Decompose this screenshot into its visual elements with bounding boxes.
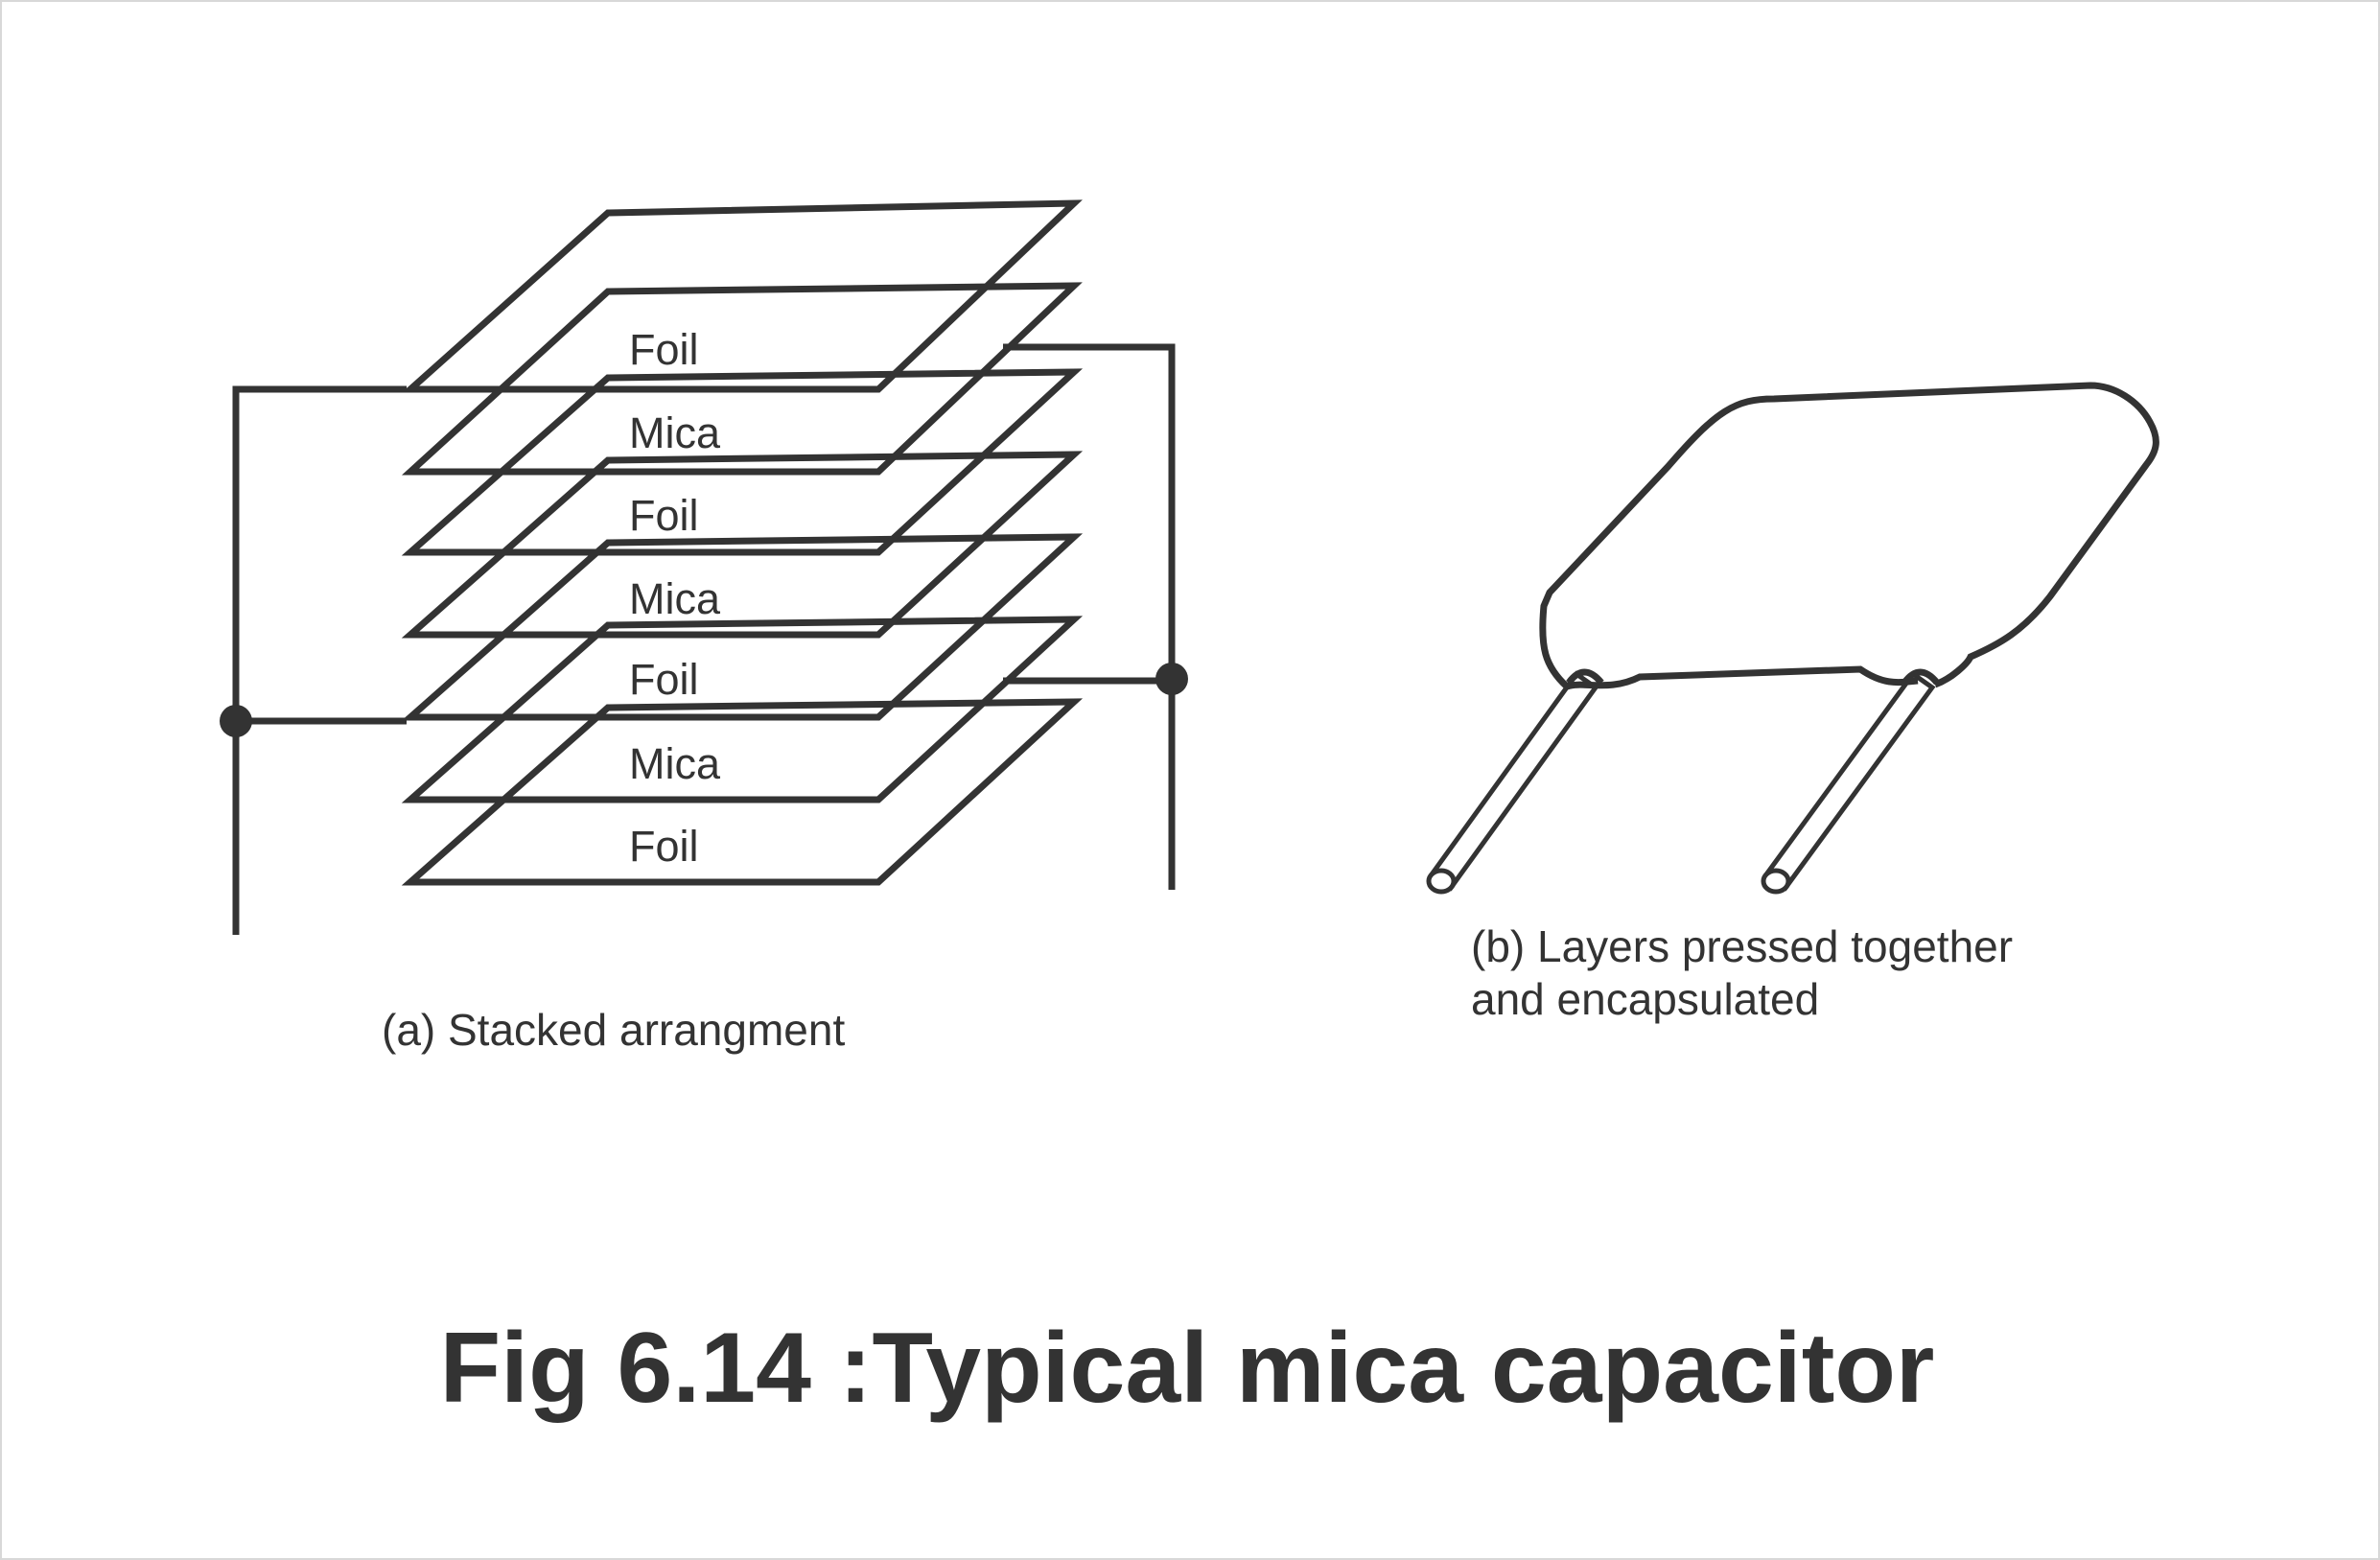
layer-label: Mica <box>629 739 721 788</box>
layer-label: Foil <box>629 491 699 540</box>
right-junction-dot <box>1155 663 1188 695</box>
figure-title: Fig 6.14 :Typical mica capacitor <box>440 1313 1935 1424</box>
right-lead <box>1761 670 1936 895</box>
layer-plate-5 <box>401 533 1084 721</box>
encapsulated-capacitor: (b) Layers pressed together and encapsul… <box>1426 382 2159 1024</box>
stacked-arrangement: Foil Mica Foil Mica Foil Mica Foil (a) S… <box>220 199 1188 1055</box>
layer-plate-7 <box>401 698 1084 886</box>
layer-label: Foil <box>629 325 699 374</box>
left-lead <box>1426 670 1599 895</box>
left-terminal-wire <box>232 385 407 935</box>
capacitor-body <box>1539 382 2159 690</box>
layer-label: Foil <box>629 822 699 871</box>
left-junction-dot <box>220 705 252 737</box>
layer-plate-4 <box>401 451 1084 639</box>
right-terminal-wire <box>1003 343 1176 890</box>
layer-plate-1 <box>401 199 1083 393</box>
layer-label: Foil <box>629 655 699 704</box>
layer-label: Mica <box>629 408 721 457</box>
layer-plate-6 <box>401 616 1084 803</box>
left-lead-collar <box>1566 668 1604 686</box>
layer-plate-2 <box>401 282 1083 476</box>
right-lead-collar <box>1902 668 1940 686</box>
layer-plate-3 <box>401 368 1084 556</box>
layer-label: Mica <box>629 574 721 623</box>
caption-b-line2: and encapsulated <box>1471 974 1819 1024</box>
caption-b-line1: (b) Layers pressed together <box>1471 921 2013 971</box>
caption-a: (a) Stacked arrangment <box>382 1005 845 1055</box>
